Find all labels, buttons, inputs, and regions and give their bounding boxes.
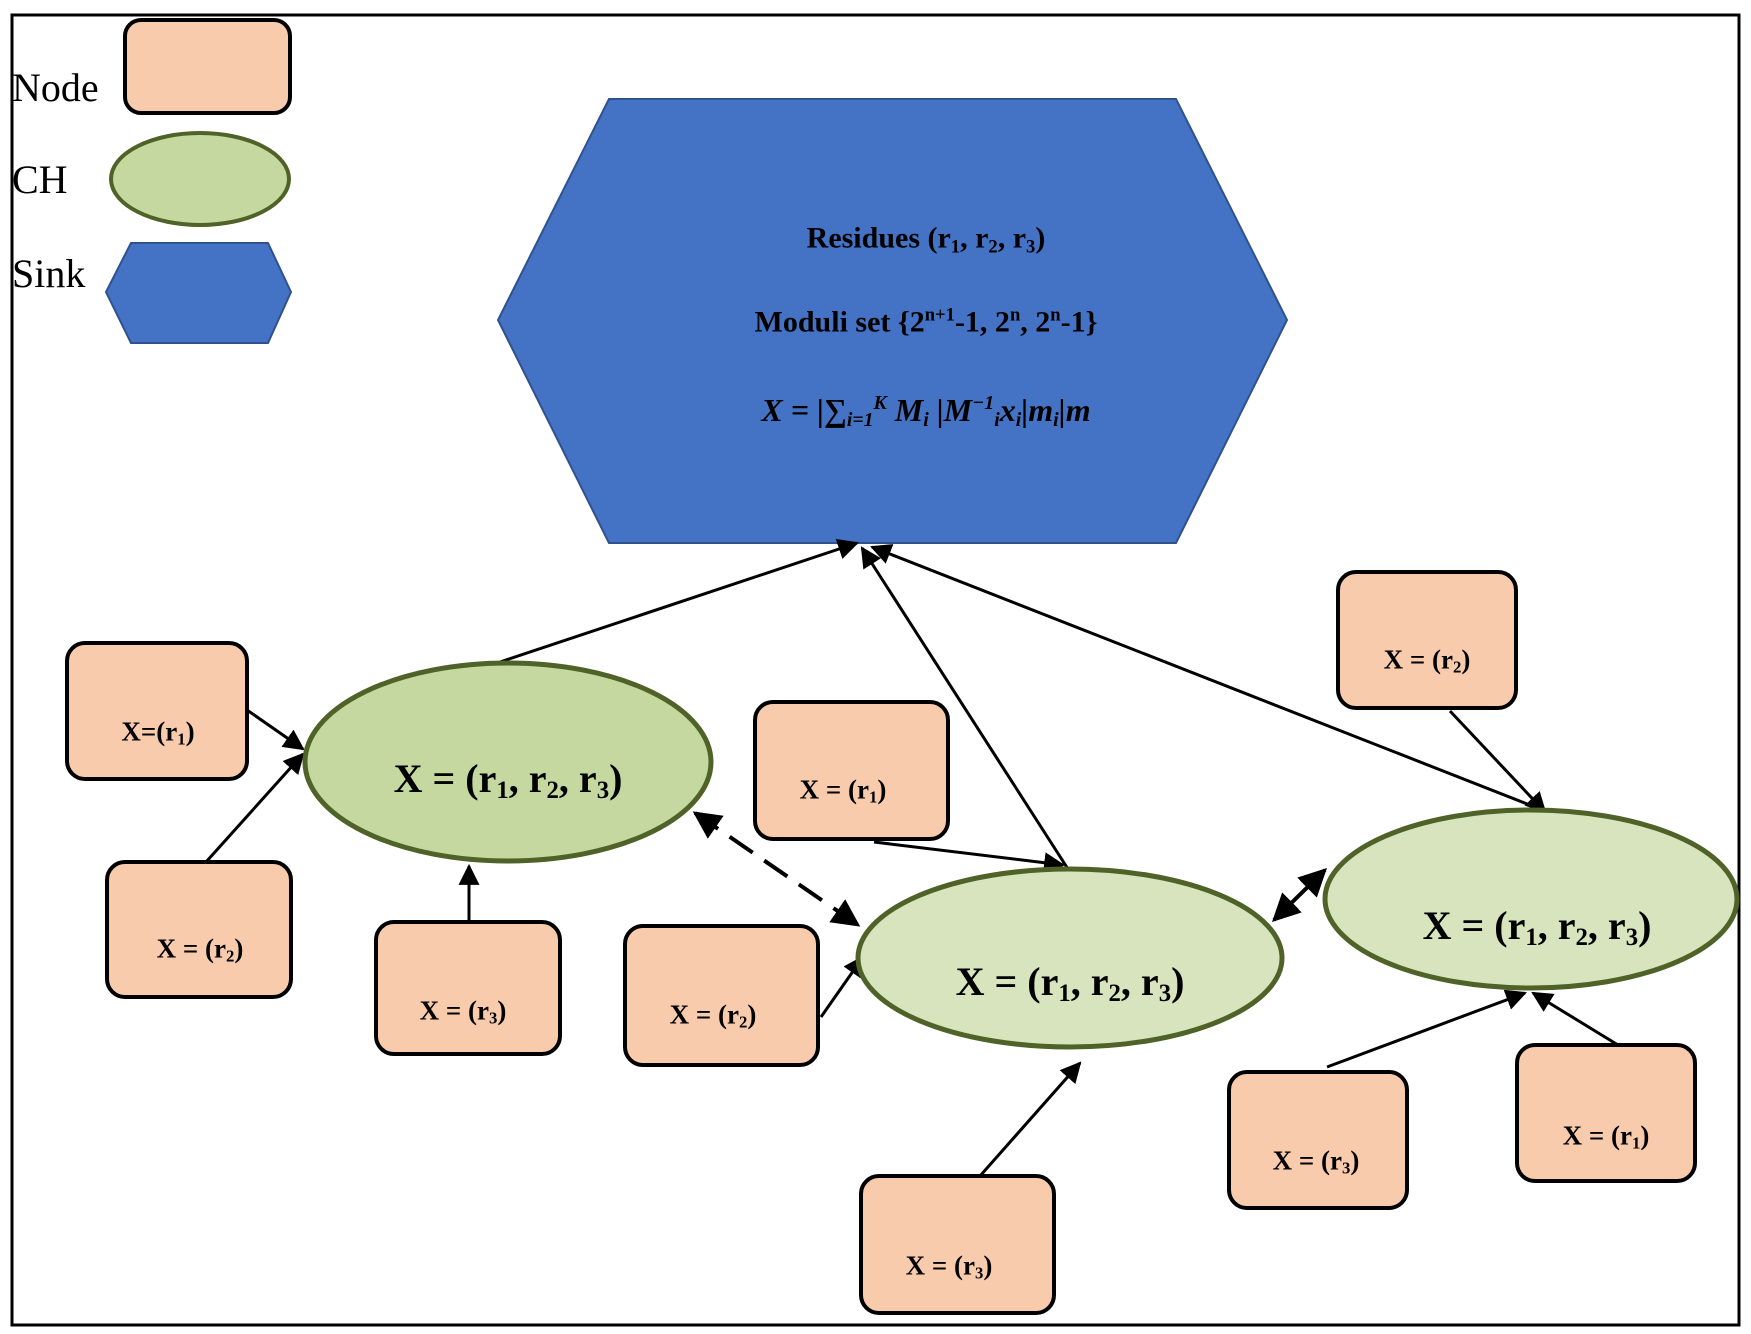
edge-node4-to-ch2 [873, 840, 1066, 874]
node-5 [623, 924, 820, 1067]
cluster-head-3-label: X = (r1, r2, r3) [1422, 902, 1652, 952]
sink-moduli-label: Moduli set {2n+1-1, 2n, 2n-1} [754, 304, 1098, 339]
node-1 [65, 641, 249, 781]
sink-residues-label: Residues (r1, r2, r3) [806, 221, 1046, 258]
node-9 [1515, 1043, 1697, 1183]
node-1-label: X=(r1) [121, 716, 195, 749]
edge-ch3-to-sink [870, 544, 1541, 811]
diagram-frame [10, 13, 1741, 1327]
node-6-label: X = (r3) [905, 1250, 993, 1283]
cluster-head-3 [1322, 807, 1740, 991]
node-5-label: X = (r2) [669, 999, 757, 1032]
edge-ch2-to-sink [860, 546, 1070, 870]
edge-node9-to-ch3 [1531, 991, 1619, 1047]
node-9-label: X = (r1) [1562, 1120, 1650, 1153]
legend-sink-label: Sink [12, 251, 86, 296]
node-8 [1227, 1070, 1409, 1210]
edge-node5-to-ch2 [819, 955, 865, 1018]
cluster-head-1 [302, 660, 714, 864]
node-2-label: X = (r2) [156, 933, 244, 966]
sink-crt-formula: X = |∑i=1K Mi |M−1ixi|mi|m [761, 392, 1091, 431]
node-7-label: X = (r2) [1383, 644, 1471, 677]
cluster-head-2-label: X = (r1, r2, r3) [955, 958, 1185, 1008]
edge-node7-to-ch3 [1448, 709, 1547, 814]
sink-hexagon [496, 98, 1289, 544]
edge-node6-to-ch2 [978, 1061, 1082, 1177]
cluster-head-2 [855, 866, 1285, 1050]
edge-ch1-ch2-dashed [692, 811, 861, 927]
node-2 [105, 860, 293, 999]
cluster-head-1-label: X = (r1, r2, r3) [393, 755, 623, 805]
legend-node-shape [123, 18, 292, 115]
legend-ch-shape [109, 131, 291, 227]
node-6 [859, 1174, 1056, 1315]
legend-ch-label: CH [12, 157, 68, 202]
legend-node-label: Node [12, 65, 99, 110]
node-4 [753, 700, 950, 841]
edge-ch1-to-sink [499, 539, 859, 664]
edge-node8-to-ch3 [1326, 989, 1527, 1069]
legend-sink-shape [104, 242, 293, 344]
node-4-label: X = (r1) [799, 774, 887, 807]
edge-node1-to-ch1 [246, 708, 305, 751]
edge-ch2-ch3 [1272, 868, 1327, 922]
node-3-label: X = (r3) [419, 995, 507, 1028]
node-7 [1336, 570, 1518, 710]
node-8-label: X = (r3) [1272, 1145, 1360, 1178]
edge-node2-to-ch1 [204, 752, 305, 864]
node-3 [374, 920, 562, 1056]
